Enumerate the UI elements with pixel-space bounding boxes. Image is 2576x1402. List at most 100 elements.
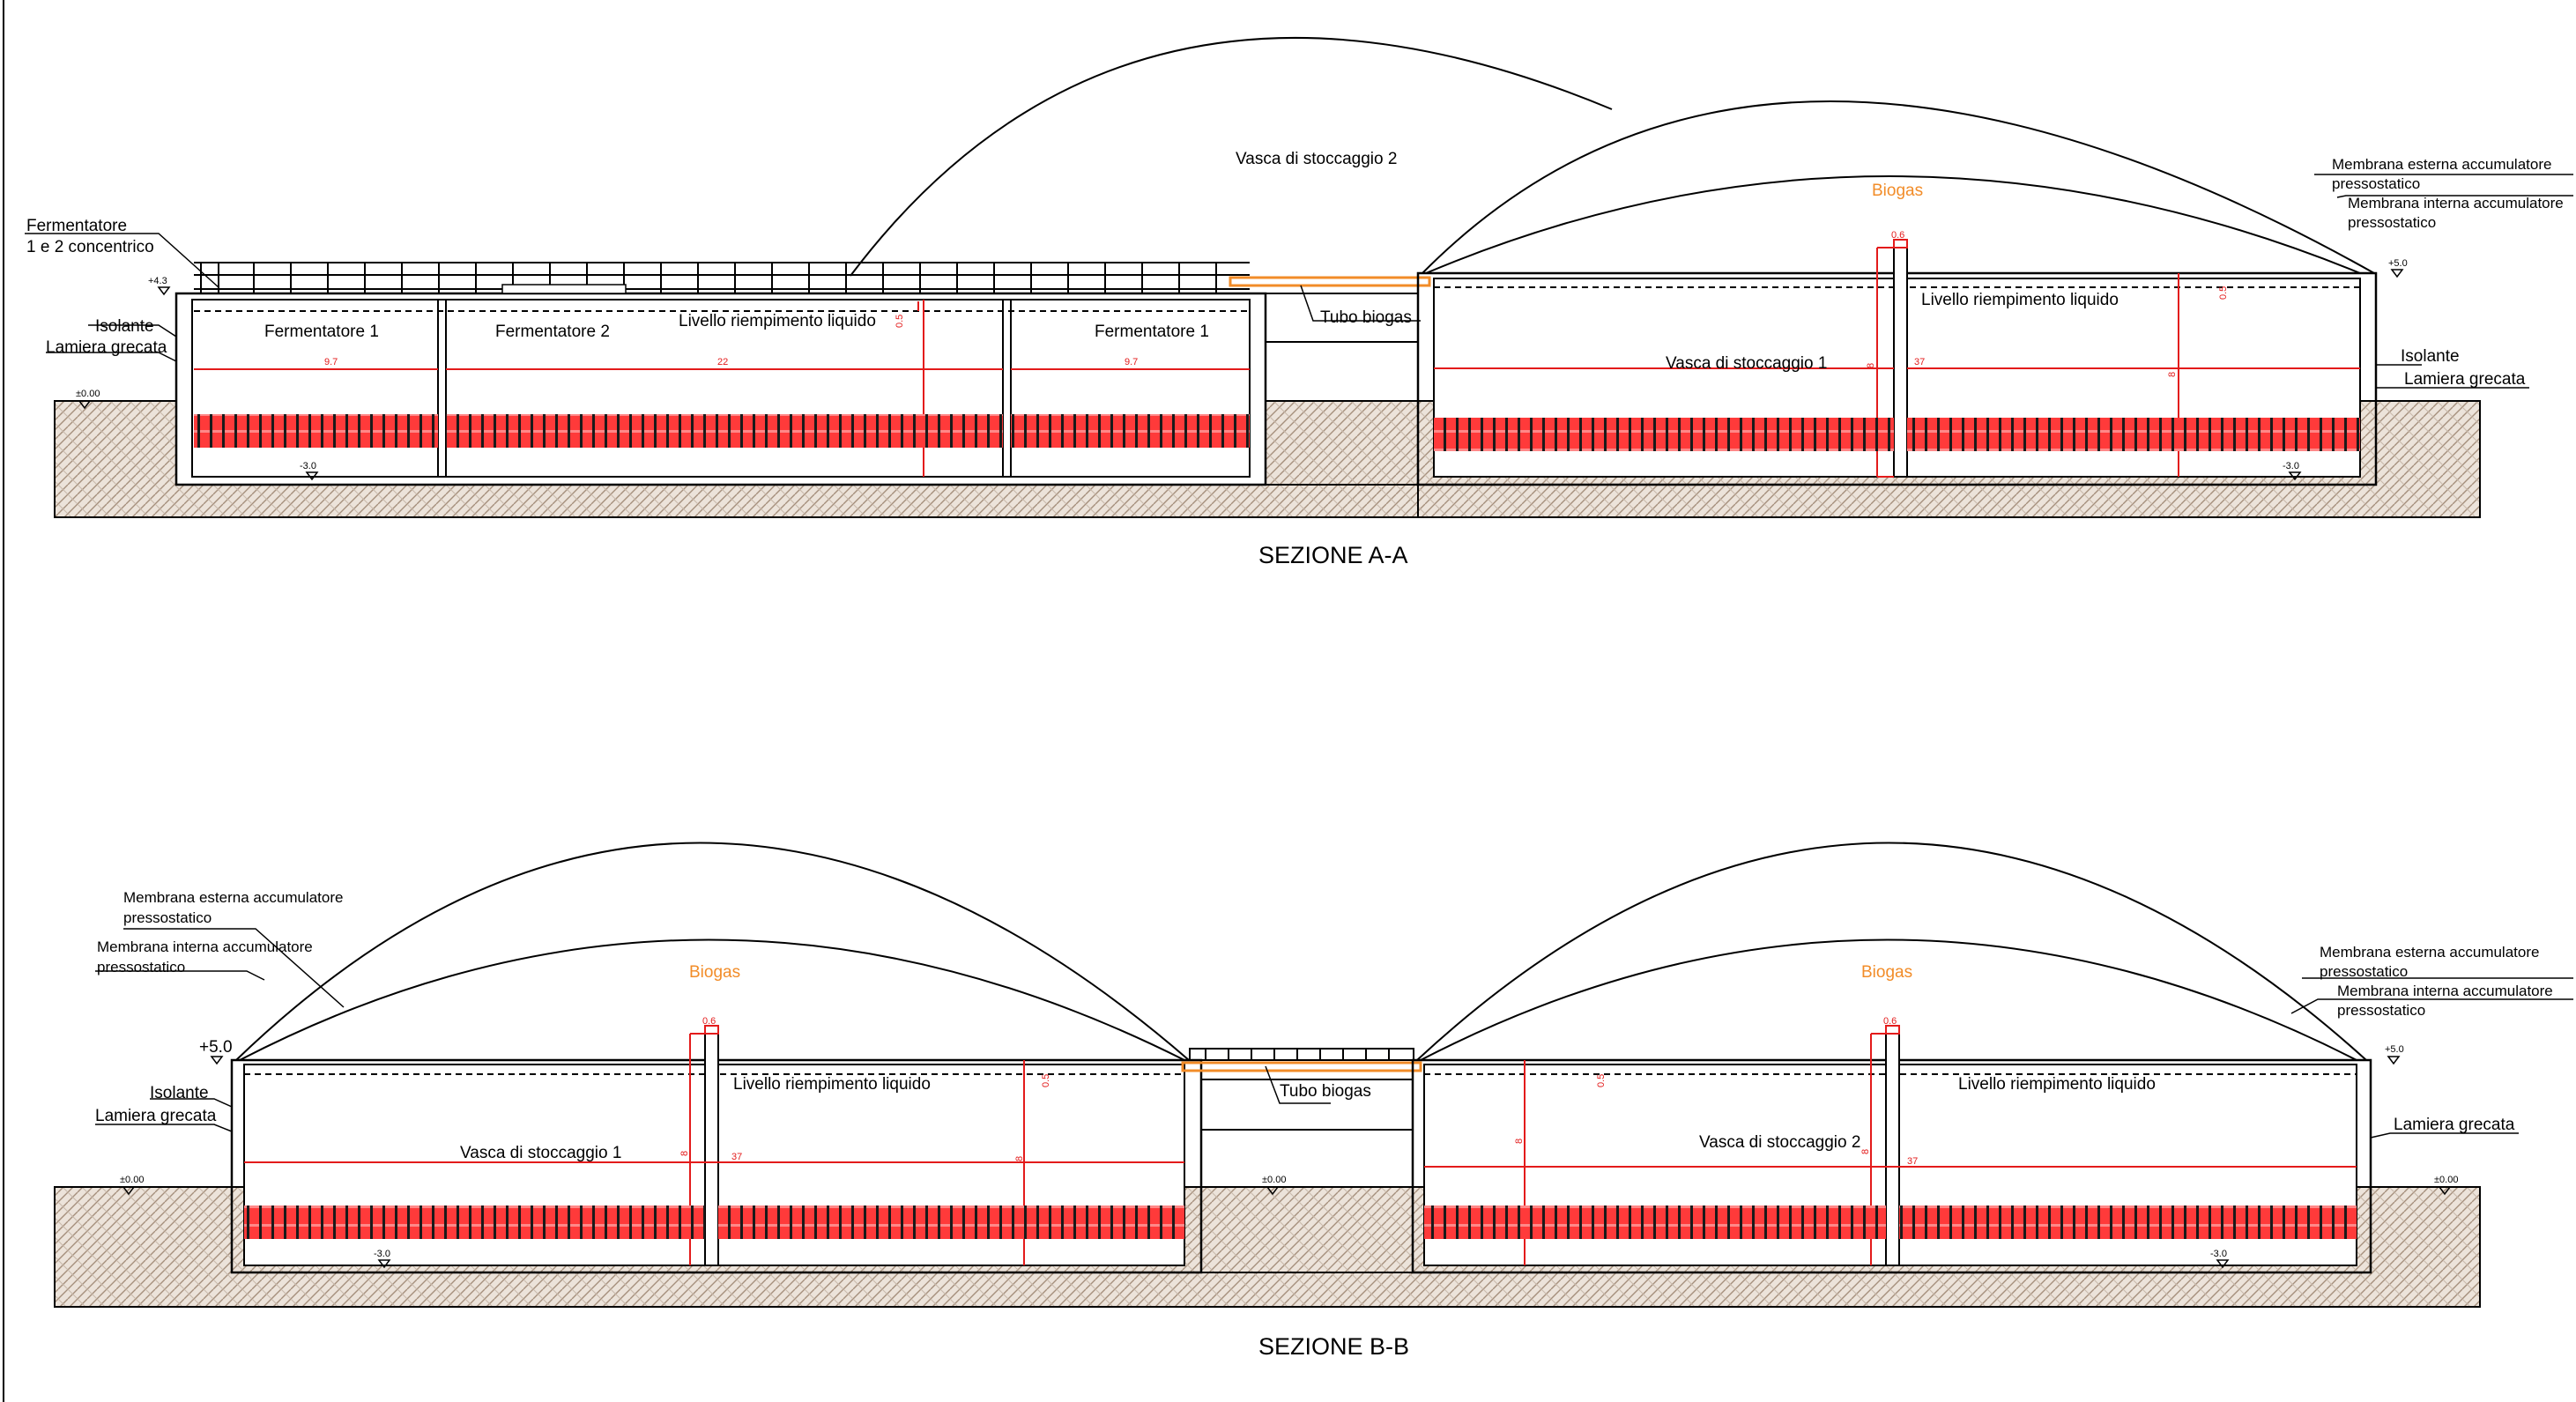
dim-37-a: 37 (1914, 357, 1925, 367)
label-membrana-interna-b-2: pressostatico (97, 959, 185, 975)
heating-coil-v1-right (1907, 418, 2360, 451)
central-column-v1 (1893, 247, 1908, 478)
label-lamiera-right-a: Lamiera grecata (2404, 370, 2526, 389)
label-isolante-a: Isolante (95, 317, 154, 336)
roof-hatch-a (501, 284, 627, 294)
label-tubo-biogas-b: Tubo biogas (1280, 1082, 1371, 1101)
label-fermentatore-sub: 1 e 2 concentrico (26, 238, 154, 256)
label-vasca-1-b: Vasca di stoccaggio 1 (460, 1144, 621, 1162)
dim-37-left-b: 37 (731, 1152, 742, 1162)
level-bottom-a: -3.0 (300, 461, 316, 471)
heating-coil-ferm-3 (1011, 414, 1250, 448)
heating-coil-v1-left (1434, 418, 1894, 451)
inner-membrane-v1-b (239, 938, 1185, 1061)
central-column-top-v2-b (1885, 1025, 1900, 1035)
dim-05-v1: 0.5 (2218, 286, 2229, 300)
central-column-top-v1 (1893, 239, 1908, 249)
label-membrana-interna-a-2: pressostatico (2348, 214, 2436, 231)
label-membrana-esterna-a-1: Membrana esterna accumulatore (2332, 156, 2551, 173)
label-lamiera-right-b: Lamiera grecata (2394, 1116, 2515, 1134)
connector-a (1266, 293, 1418, 486)
label-membrana-esterna-b-1: Membrana esterna accumulatore (123, 889, 343, 906)
label-biogas-left-b: Biogas (689, 963, 740, 982)
heating-coil-v1-b-right (718, 1205, 1184, 1239)
inner-membrane-v2-b (1420, 938, 2357, 1061)
dim-06-a: 0.6 (1891, 230, 1904, 241)
label-membrana-esterna-b-2: pressostatico (123, 909, 212, 926)
truss-verticals-b (1205, 1049, 1390, 1060)
tubo-biogas-pipe-b (1181, 1061, 1422, 1072)
level-top-right-a: +5.0 (2388, 258, 2408, 269)
level-bottom-right-b: -3.0 (2210, 1249, 2227, 1259)
heating-coil-v1-b-left (244, 1205, 705, 1239)
label-lamiera-b: Lamiera grecata (95, 1107, 217, 1125)
label-membrana-interna-b-1: Membrana interna accumulatore (97, 938, 313, 955)
level-top-left-b: +5.0 (199, 1038, 233, 1057)
inner-membrane-v1-a (1425, 175, 2361, 274)
dim-05-left-b: 0.5 (1041, 1074, 1051, 1087)
label-membrana-interna-b-r2: pressostatico (2337, 1002, 2425, 1019)
dim-8-left-b2: 8 (1014, 1156, 1025, 1161)
heating-coil-v2-b-right (1899, 1205, 2357, 1239)
outer-membrane-v2-b (1416, 842, 2367, 1061)
label-vasca-2-b: Vasca di stoccaggio 2 (1699, 1133, 1860, 1152)
connector-b (1189, 1048, 1414, 1273)
dim-22: 22 (717, 357, 728, 367)
section-a-a: Fermentatore 1 e 2 concentrico Isolante … (25, 37, 2573, 568)
level-top-right-b: +5.0 (2385, 1044, 2404, 1055)
section-b-title: SEZIONE B-B (1258, 1333, 1409, 1360)
label-membrana-esterna-a-2: pressostatico (2332, 175, 2420, 192)
dome-vasca-2-a (850, 37, 1613, 277)
label-livello-right-b: Livello riempimento liquido (1958, 1075, 2156, 1094)
label-tubo-biogas-a: Tubo biogas (1320, 308, 1412, 327)
dim-06-left-b: 0.6 (702, 1016, 716, 1027)
dim-06-right-b: 0.6 (1883, 1016, 1897, 1027)
dim-8-a: 8 (1866, 363, 1876, 368)
label-fermentatore: Fermentatore (26, 217, 127, 235)
dim-8-left-b: 8 (679, 1151, 690, 1156)
heating-coil-v2-b-left (1424, 1205, 1886, 1239)
partition-wall-1 (437, 299, 447, 478)
level-ground-left-b: ±0.00 (120, 1175, 144, 1185)
dim-37-right-b: 37 (1907, 1156, 1918, 1167)
label-livello-ferm: Livello riempimento liquido (679, 312, 876, 330)
heating-coil-ferm-1 (194, 414, 438, 448)
outer-membrane-v1-b (235, 842, 1190, 1061)
label-fermentatore-2: Fermentatore 2 (495, 323, 610, 341)
truss-verticals-a (253, 263, 1217, 293)
label-isolante-b: Isolante (150, 1084, 209, 1102)
label-fermentatore-1-left: Fermentatore 1 (264, 323, 379, 341)
label-membrana-esterna-b-r1: Membrana esterna accumulatore (2320, 944, 2539, 961)
level-top-a: +4.3 (148, 276, 167, 286)
label-isolante-right-a: Isolante (2401, 347, 2460, 366)
leaders-a (25, 174, 2573, 389)
level-ground-right-b: ±0.00 (2434, 1175, 2458, 1185)
heating-coil-ferm-2 (446, 414, 1003, 448)
central-column-v1-b (704, 1033, 719, 1266)
label-biogas-right-b: Biogas (1861, 963, 1912, 982)
dim-05-ferm: 0.5 (895, 315, 905, 328)
roof-truss-a (192, 262, 1251, 294)
label-lamiera-a: Lamiera grecata (46, 338, 167, 357)
leaders-b (95, 928, 2573, 1139)
dim-8-right-b: 8 (1514, 1139, 1525, 1144)
dim-05-right-b: 0.5 (1596, 1074, 1607, 1087)
label-livello-left-b: Livello riempimento liquido (733, 1075, 931, 1094)
partition-wall-2 (1002, 299, 1012, 478)
tubo-biogas-pipe-a (1229, 276, 1431, 287)
label-fermentatore-1-right: Fermentatore 1 (1095, 323, 1209, 341)
level-markers-b (122, 1056, 2452, 1269)
section-a-title: SEZIONE A-A (1258, 542, 1408, 568)
level-ground-mid-b: ±0.00 (1262, 1175, 1286, 1185)
level-bottom-right-a: -3.0 (2283, 461, 2299, 471)
dim-8b-a: 8 (2167, 372, 2178, 377)
label-vasca-1-a: Vasca di stoccaggio 1 (1666, 354, 1827, 373)
label-livello-v1: Livello riempimento liquido (1921, 291, 2119, 309)
label-biogas-a: Biogas (1872, 182, 1923, 200)
central-column-v2-b (1885, 1033, 1900, 1266)
level-markers-a (78, 269, 2404, 481)
dim-97-right: 9.7 (1125, 357, 1138, 367)
label-membrana-interna-b-r1: Membrana interna accumulatore (2337, 983, 2553, 999)
level-bottom-left-b: -3.0 (374, 1249, 390, 1259)
